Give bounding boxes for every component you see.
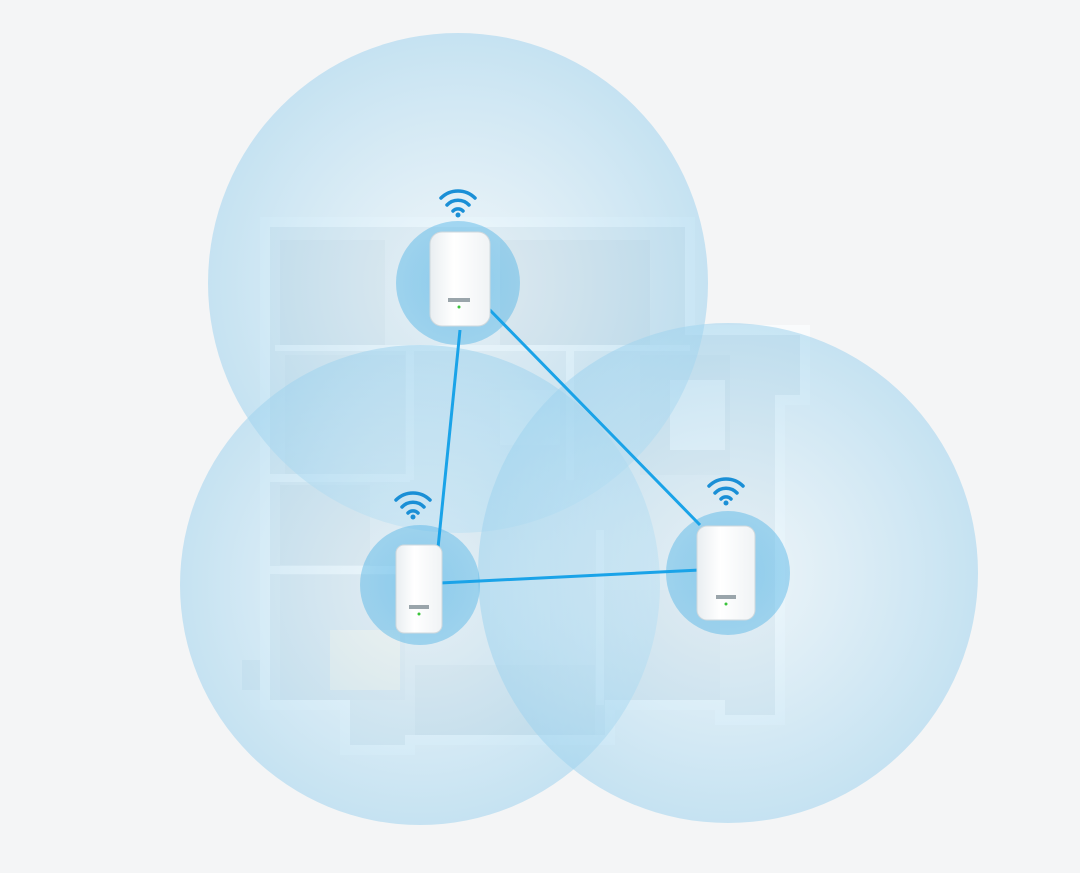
wifi-icon <box>394 491 432 520</box>
router-top <box>429 231 491 327</box>
router-right <box>696 525 756 621</box>
router-left <box>395 544 443 634</box>
wifi-icon <box>439 189 477 218</box>
link-top-left <box>436 329 462 549</box>
wifi-icon <box>707 477 745 506</box>
coverage-areas <box>180 33 978 825</box>
link-top-right <box>483 303 702 527</box>
link-left-right <box>439 568 701 585</box>
mesh-links <box>436 303 702 585</box>
